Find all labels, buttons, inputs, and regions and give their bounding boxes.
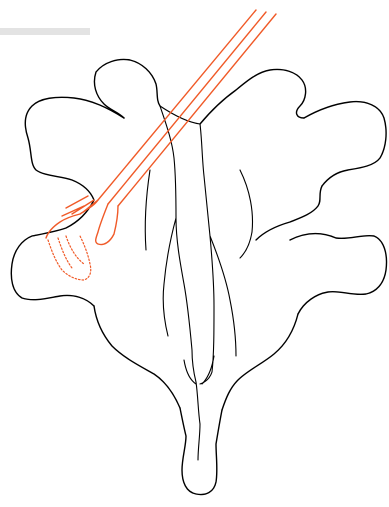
spinous-midline [196, 382, 200, 460]
surgical-instrument [46, 10, 276, 280]
spinous-process [180, 408, 222, 495]
right-transverse-process-lower [290, 234, 387, 314]
vertebra-outline [11, 60, 386, 495]
right-facet-line [240, 170, 253, 258]
right-pars-notch [256, 186, 322, 240]
left-facet-line [145, 170, 150, 250]
instrument-hidden-segment [48, 236, 91, 280]
left-transverse-process-upper [25, 97, 124, 200]
instrument-tip-hatch [62, 196, 94, 216]
left-superior-articular-process [94, 60, 160, 119]
right-inferior-articular-process [222, 314, 298, 410]
lamina-upper-curve [160, 106, 200, 124]
right-superior-articular-process [200, 69, 306, 124]
lamina-inner-left [163, 218, 176, 336]
top-gray-bar [0, 28, 90, 35]
lamina-ridge-right [200, 124, 214, 384]
instrument-shaft-line-1 [98, 10, 256, 200]
right-transverse-process-upper [304, 102, 386, 186]
instrument-shaft-line-3 [118, 14, 276, 206]
left-inferior-articular-process [94, 306, 180, 408]
